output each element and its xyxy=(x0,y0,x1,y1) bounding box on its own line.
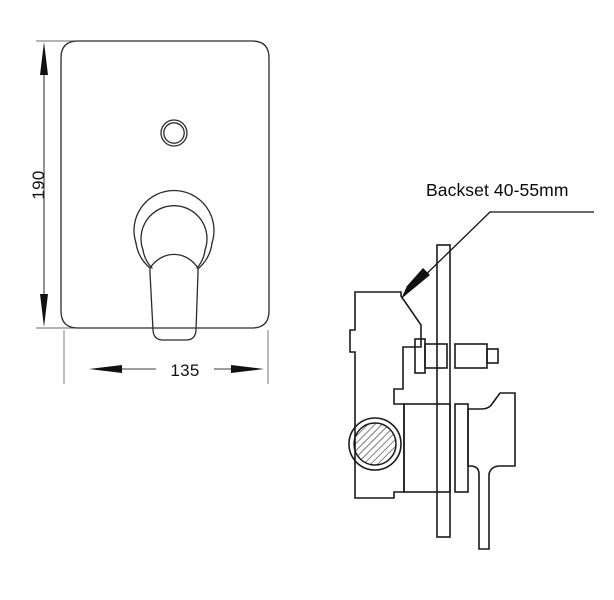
stem-shaft-right xyxy=(454,343,488,369)
dimension-width-135: 135 xyxy=(89,361,264,380)
annotation-arrow-icon xyxy=(401,268,430,299)
handle-ring-outer xyxy=(133,189,215,244)
diverter-button-icon[interactable] xyxy=(160,119,188,147)
backset-annotation: Backset 40-55mm xyxy=(401,180,594,299)
front-view-group: 190 135 xyxy=(29,40,270,384)
lever-handle[interactable] xyxy=(149,253,199,341)
dimension-height-190: 190 xyxy=(29,42,48,327)
side-view-group: Backset 40-55mm xyxy=(348,180,594,550)
escutcheon-front-face xyxy=(454,403,469,493)
wall-plate xyxy=(436,244,451,538)
stem-shaft-left xyxy=(424,343,448,369)
diverter-port-ring xyxy=(348,417,402,471)
arrow-down-icon xyxy=(40,294,48,327)
stem-tip xyxy=(486,348,499,364)
handle-ring-inner xyxy=(140,205,208,251)
face-plate xyxy=(60,40,270,329)
arrow-up-icon xyxy=(40,42,48,75)
valve-stem-assembly xyxy=(414,338,499,374)
arrow-right-icon xyxy=(231,365,264,373)
diverter-port-hatched-icon xyxy=(353,422,397,466)
handle-ring-inner-left-tail xyxy=(142,249,153,269)
dimension-label-width: 135 xyxy=(170,361,199,380)
arrow-left-icon xyxy=(89,365,122,373)
lever-handle-side[interactable] xyxy=(467,392,516,550)
escutcheon-block xyxy=(403,403,451,493)
backset-annotation-label: Backset 40-55mm xyxy=(426,180,569,200)
stem-collar-left xyxy=(414,338,426,374)
annotation-leader-line xyxy=(411,211,594,289)
escutcheon-group xyxy=(403,403,469,493)
handle-ring-outer-left-tail xyxy=(135,242,151,269)
diverter-button-inner-icon xyxy=(163,122,185,144)
front-view-extension-lines xyxy=(36,40,269,384)
dimension-label-height: 190 xyxy=(29,170,48,199)
handle-ring-outer-right-tail xyxy=(198,242,213,269)
